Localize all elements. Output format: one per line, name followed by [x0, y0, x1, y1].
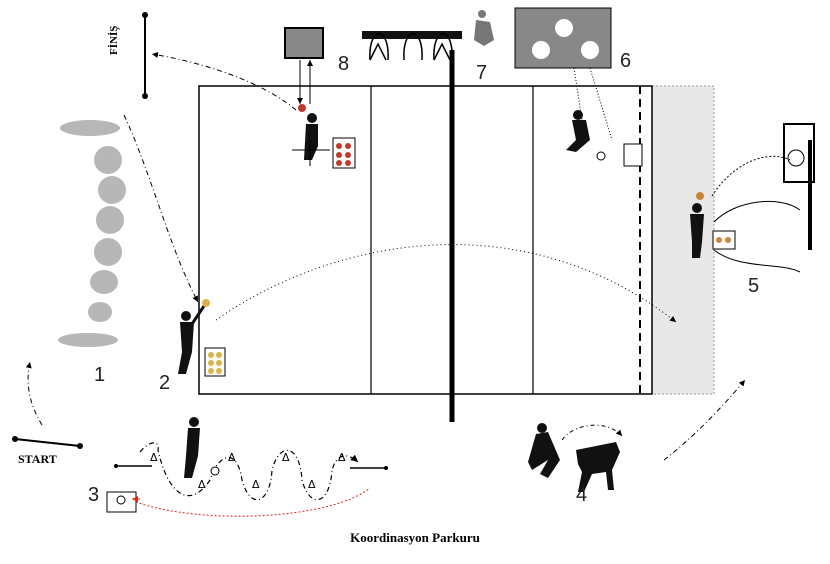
- station-number-3: 3: [88, 484, 100, 506]
- court: [198, 50, 715, 422]
- hurdle-icon: [369, 33, 389, 61]
- cone: Δ: [308, 478, 316, 491]
- station-2-ball-crate: [204, 347, 226, 377]
- station-5-hoop: [690, 123, 815, 273]
- ball-basket-icon: [712, 230, 736, 250]
- hurdle-icon: [433, 33, 453, 61]
- station-6-wall-target: [514, 7, 643, 167]
- station-2-player: [178, 299, 210, 374]
- station-4-vault: [528, 423, 623, 492]
- station-7-hurdles: [362, 10, 494, 61]
- volleyball-net-icon: [362, 31, 462, 39]
- vaulting-box-icon: [576, 442, 620, 492]
- finish-label: FİNİŞ: [108, 25, 120, 55]
- court-outline: [198, 85, 653, 395]
- station-number-1: 1: [94, 364, 106, 386]
- cone: Δ: [252, 478, 260, 491]
- shaded-zone: [651, 85, 715, 395]
- hurdle-icon: [403, 33, 423, 61]
- station-number-4: 4: [576, 484, 588, 506]
- station-number-2: 2: [159, 372, 171, 394]
- station-3-slalom: [106, 417, 388, 517]
- station-3-cones: Δ Δ Δ Δ Δ Δ Δ: [150, 451, 346, 491]
- cone: Δ: [198, 478, 206, 491]
- cone: Δ: [228, 451, 236, 464]
- station-number-6: 6: [620, 50, 632, 72]
- wall-target-icon: [514, 7, 612, 69]
- route-paths: [25, 52, 746, 461]
- station-number-8: 8: [338, 53, 350, 75]
- station-number-7: 7: [476, 62, 488, 84]
- station-1-rolling-figures: [58, 120, 126, 347]
- station-8-wall-bounce: [284, 27, 356, 169]
- finish-marker: [142, 12, 148, 99]
- cone: Δ: [150, 451, 158, 464]
- cone: Δ: [282, 451, 290, 464]
- station-number-5: 5: [748, 275, 760, 297]
- start-marker: [12, 436, 83, 449]
- figure-caption: Koordinasyon Parkuru: [350, 530, 480, 545]
- start-label: START: [18, 452, 57, 466]
- cone: Δ: [338, 451, 346, 464]
